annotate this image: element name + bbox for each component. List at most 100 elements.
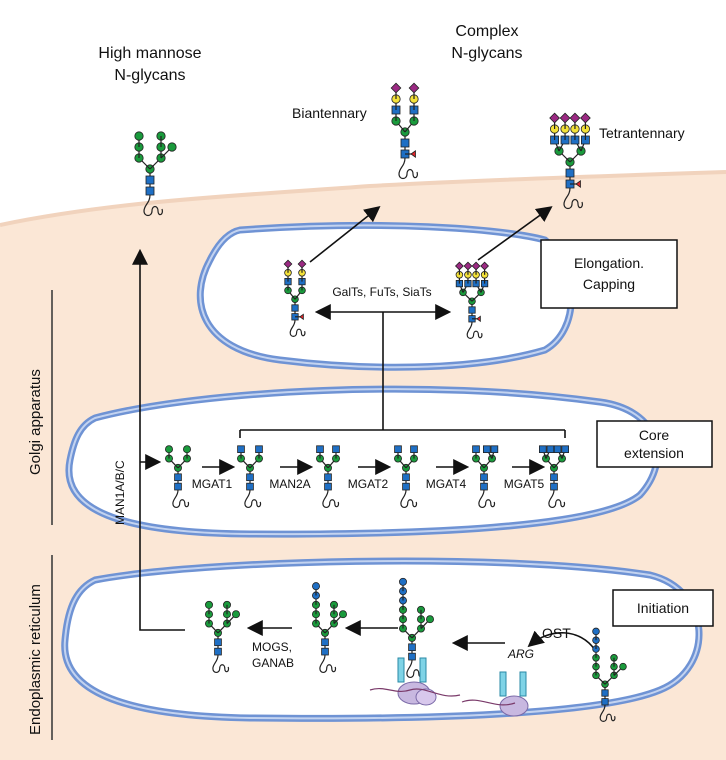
glcnac-square (402, 473, 410, 482)
sialic-acid-diamond (283, 259, 293, 269)
glcnac-square (601, 698, 609, 706)
man1-label: MAN1A/B/C (113, 460, 127, 525)
glcnac-square (410, 445, 418, 453)
glcnac-square (291, 304, 299, 312)
glcnac-square (324, 473, 332, 482)
mogs-label-line1: MOGS, (252, 640, 292, 654)
glycan-after-mgat1 (237, 445, 263, 509)
glcnac-square (402, 482, 410, 491)
core-box-line1: Core (639, 427, 670, 443)
glycan-lipid-linked-precursor (592, 627, 627, 722)
glcnac-square (394, 445, 402, 453)
translocon-complexes (369, 657, 529, 717)
sialic-acid-diamond (390, 82, 402, 94)
glycan-golgi-tetrantennary (454, 261, 490, 339)
glycan-after-mgat2 (394, 445, 418, 509)
protein-backbone (398, 157, 418, 180)
protein-backbone (143, 194, 163, 217)
endoplasmic-reticulum-lumen (61, 557, 703, 722)
glcnac-square (550, 482, 558, 491)
glycan-golgi-biantennary (283, 259, 307, 337)
glucose-circle (592, 627, 600, 636)
glcnac-square (246, 473, 254, 482)
protein-backbone (244, 489, 262, 509)
glycan-er-glucosylated (312, 582, 347, 674)
sialic-acid-diamond (480, 261, 490, 271)
glycan-after-mgat5 (539, 445, 569, 509)
protein-backbone (212, 654, 230, 674)
golgi-cisterna-top (196, 221, 575, 371)
glycan-after-man2a (316, 445, 340, 509)
glcnac-square (214, 647, 222, 656)
sialic-acid-diamond (297, 259, 307, 269)
fucose-triangle (299, 313, 304, 321)
high-mannose-title-line2: N-glycans (114, 67, 185, 84)
arrow-to-biantennary (309, 206, 381, 263)
protein-backbone (322, 489, 340, 509)
glycan-structures (134, 82, 627, 722)
ribosome-1 (369, 657, 461, 706)
glcnac-square (332, 445, 340, 453)
mgat2-label: MGAT2 (348, 477, 389, 491)
glcnac-square (255, 445, 263, 453)
glcnac-square (408, 643, 416, 652)
mgat1-label: MGAT1 (192, 477, 233, 491)
fucose-triangle (476, 315, 481, 323)
protein-backbone (400, 489, 418, 509)
mannose-circle (477, 288, 485, 297)
mgat4-label: MGAT4 (426, 477, 467, 491)
glcnac-square (321, 638, 329, 647)
glcnac-square (400, 138, 410, 148)
glycan-er-transferred (399, 577, 434, 679)
golgi-label: Golgi apparatus (27, 369, 44, 475)
protein-backbone (478, 489, 496, 509)
glycan-er-trimmed (205, 600, 240, 674)
complex-title-line2: N-glycans (451, 45, 522, 62)
tetrantennary-label: Tetrantennary (599, 125, 685, 141)
glcnac-square (246, 482, 254, 491)
protein-backbone (599, 704, 616, 722)
glcnac-square (561, 445, 569, 453)
glcnac-square (145, 186, 155, 196)
glycan-tetrantennary (549, 112, 591, 210)
glcnac-square (174, 473, 182, 482)
protein-backbone (563, 187, 583, 210)
sialic-acid-diamond (471, 261, 481, 271)
glcnac-square (174, 482, 182, 491)
mogs-label-line2: GANAB (252, 656, 294, 670)
mgat5-label: MGAT5 (504, 477, 545, 491)
biantennary-label: Biantennary (292, 105, 367, 121)
core-box-line2: extension (624, 445, 684, 461)
elongation-box-line1: Elongation. (574, 255, 644, 271)
glcnac-square (468, 306, 476, 314)
elongation-box-line2: Capping (583, 276, 635, 292)
sialic-acid-diamond (454, 261, 464, 271)
mannose-circle (205, 600, 213, 609)
glycan-biantennary (390, 82, 420, 180)
man2a-label: MAN2A (269, 477, 310, 491)
glycan-man5 (165, 445, 191, 509)
glcnac-square (316, 445, 324, 453)
glcnac-square (214, 638, 222, 647)
arrow-ost-transfer (527, 630, 596, 651)
glcnac-square (237, 445, 245, 453)
pathway-arrows (132, 206, 596, 651)
initiation-box: Initiation (612, 589, 714, 627)
core-extension-box: Core extension (596, 420, 713, 468)
protein-backbone (548, 489, 566, 509)
golgi-cisterna-main (65, 385, 661, 538)
glcnac-square (480, 473, 488, 482)
sialic-acid-diamond (463, 261, 473, 271)
mannose-circle (426, 615, 434, 624)
glcnac-square (550, 473, 558, 482)
mannose-circle (459, 288, 467, 297)
mannose-circle (167, 142, 177, 152)
glcnac-square (553, 445, 562, 453)
mannose-circle (232, 610, 240, 619)
protein-backbone (289, 319, 306, 337)
mannose-circle (339, 610, 347, 619)
sialic-acid-diamond (408, 82, 420, 94)
glcnac-square (482, 445, 491, 453)
